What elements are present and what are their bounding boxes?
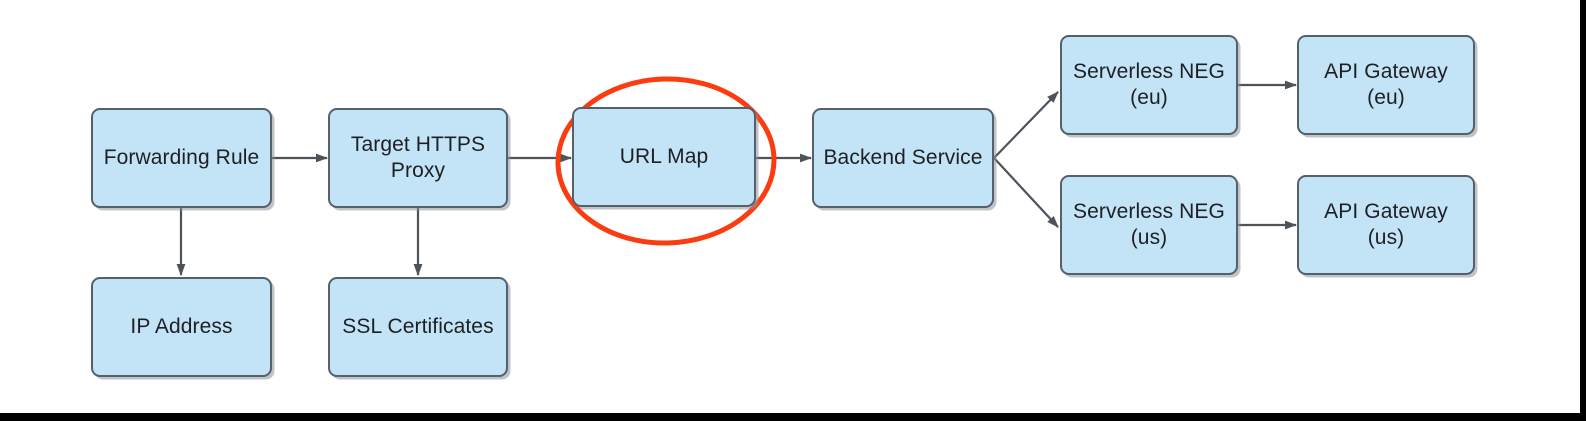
node-ip-address[interactable]: IP Address [91,277,272,377]
node-label: Serverless NEG (us) [1073,200,1225,249]
node-serverless-neg-us[interactable]: Serverless NEG (us) [1060,175,1238,275]
node-api-gateway-eu[interactable]: API Gateway (eu) [1297,35,1475,135]
node-api-gateway-us[interactable]: API Gateway (us) [1297,175,1475,275]
frame-right-edge [1580,0,1586,421]
node-forwarding-rule[interactable]: Forwarding Rule [91,108,272,208]
node-url-map[interactable]: URL Map [572,107,756,207]
node-serverless-neg-eu[interactable]: Serverless NEG (eu) [1060,35,1238,135]
node-backend-service[interactable]: Backend Service [812,108,994,208]
frame-bottom-bar [0,413,1586,421]
edge-backend-service-to-serverless-neg-eu [993,91,1059,159]
node-label: Serverless NEG (eu) [1073,60,1225,109]
node-label: Target HTTPS Proxy [350,133,486,182]
node-label: Forwarding Rule [103,146,260,169]
node-label: API Gateway (eu) [1324,60,1448,109]
node-label: URL Map [619,145,709,168]
node-label: IP Address [130,315,233,338]
node-ssl-certificates[interactable]: SSL Certificates [328,277,508,377]
node-label: API Gateway (us) [1324,200,1448,249]
node-label: SSL Certificates [342,315,494,338]
node-label: Backend Service [823,146,983,169]
edge-backend-service-to-serverless-neg-us [993,157,1059,228]
node-target-https-proxy[interactable]: Target HTTPS Proxy [328,108,508,208]
